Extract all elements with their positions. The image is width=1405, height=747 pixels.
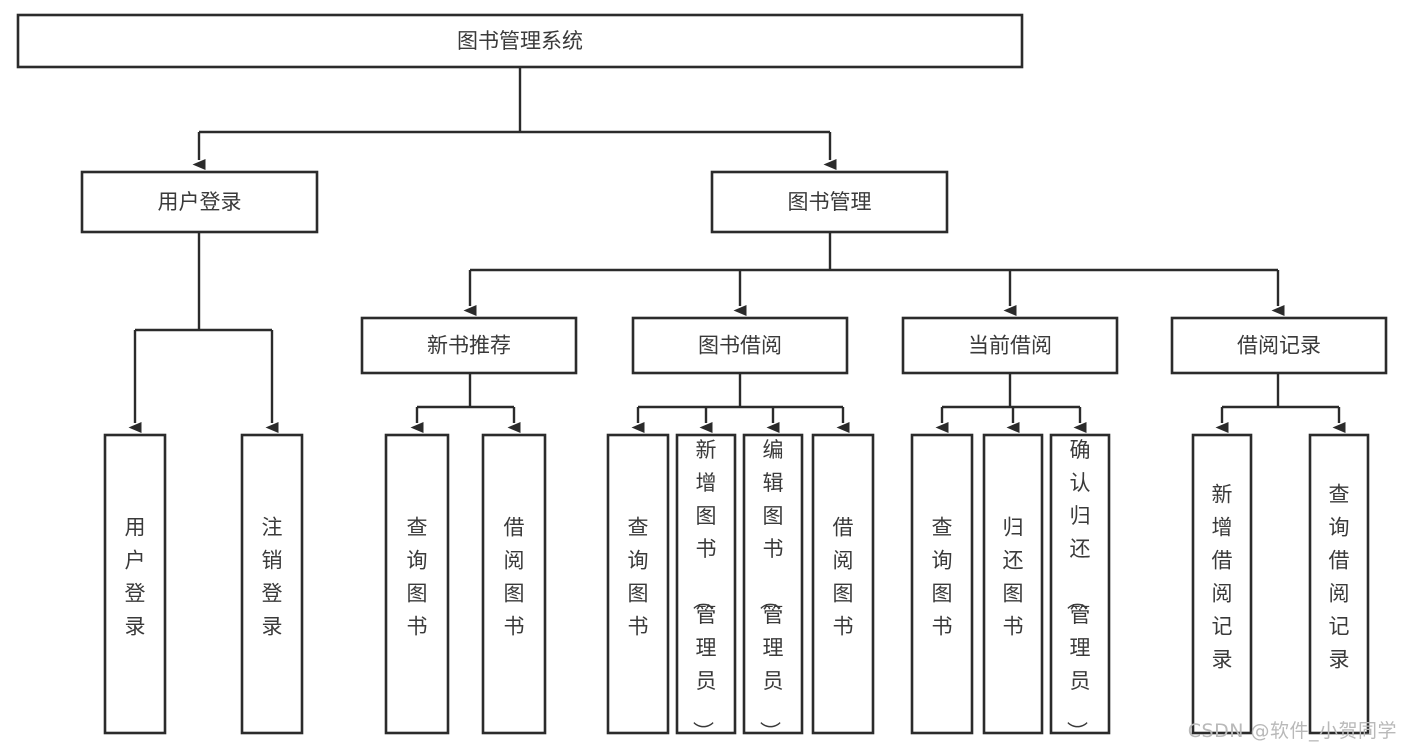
node-leaf-borrow-book-1-label: 借阅图书 xyxy=(504,516,525,639)
node-leaf-logout-label: 注销登录 xyxy=(262,516,283,639)
node-book-borrow[interactable]: 图书借阅 xyxy=(631,316,849,375)
node-leaf-return-book[interactable]: 归还图书 xyxy=(982,433,1044,735)
leaf-node-layer: 用户登录 注销登录 查询图书 借阅图书 查询图书 新增图书（管理员） 编辑图书（管理员） 借阅… xyxy=(103,433,1370,742)
node-leaf-borrow-book-2-rect xyxy=(811,433,875,735)
node-leaf-query-record-rect xyxy=(1308,433,1370,735)
node-root-rect xyxy=(16,13,1024,69)
node-leaf-user-login[interactable]: 用户登录 xyxy=(103,433,167,735)
node-leaf-confirm-return-rect xyxy=(1049,433,1111,735)
node-borrow-record-label: 借阅记录 xyxy=(1237,334,1321,358)
node-leaf-query-book-3-label: 查询图书 xyxy=(932,516,953,639)
node-leaf-query-book-3-rect xyxy=(910,433,974,735)
node-leaf-borrow-book-2-label: 借阅图书 xyxy=(833,516,854,639)
node-book-borrow-label: 图书借阅 xyxy=(698,334,782,358)
node-leaf-return-book-label: 归还图书 xyxy=(1003,516,1024,639)
node-book-manage-rect xyxy=(710,170,949,234)
node-user-login-label: 用户登录 xyxy=(158,190,242,214)
edge-group-book-manage xyxy=(463,232,1285,316)
edge-group-current-borrow xyxy=(935,373,1087,433)
edge-group-borrow-record xyxy=(1215,373,1346,433)
node-book-manage[interactable]: 图书管理 xyxy=(710,170,949,234)
node-leaf-add-record-label: 新增借阅记录 xyxy=(1212,483,1233,672)
node-leaf-query-record-label: 查询借阅记录 xyxy=(1329,483,1350,672)
node-leaf-add-book[interactable]: 新增图书（管理员） xyxy=(675,433,737,742)
node-leaf-query-book-3[interactable]: 查询图书 xyxy=(910,433,974,735)
node-leaf-query-book-1-label: 查询图书 xyxy=(407,516,428,639)
edge-group-book-borrow xyxy=(631,373,850,433)
node-new-book-rec-rect xyxy=(360,316,578,375)
node-leaf-query-book-2[interactable]: 查询图书 xyxy=(606,433,670,735)
node-leaf-logout-rect xyxy=(240,433,304,735)
node-leaf-query-book-1[interactable]: 查询图书 xyxy=(384,433,450,735)
node-user-login[interactable]: 用户登录 xyxy=(80,170,319,234)
node-leaf-confirm-return-label: 确认归还（管理员） xyxy=(1065,438,1091,742)
node-leaf-logout[interactable]: 注销登录 xyxy=(240,433,304,735)
node-leaf-borrow-book-1[interactable]: 借阅图书 xyxy=(481,433,547,735)
node-current-borrow-label: 当前借阅 xyxy=(968,334,1052,358)
node-borrow-record-rect xyxy=(1170,316,1388,375)
node-leaf-query-book-2-label: 查询图书 xyxy=(628,516,649,639)
node-leaf-add-record[interactable]: 新增借阅记录 xyxy=(1191,433,1253,735)
node-leaf-return-book-rect xyxy=(982,433,1044,735)
node-root-label: 图书管理系统 xyxy=(457,29,583,53)
node-book-borrow-rect xyxy=(631,316,849,375)
edge-group-user-login xyxy=(128,232,279,433)
node-leaf-query-book-2-rect xyxy=(606,433,670,735)
node-leaf-query-record[interactable]: 查询借阅记录 xyxy=(1308,433,1370,735)
node-leaf-edit-book-rect xyxy=(742,433,804,735)
edge-group-root xyxy=(192,67,837,170)
node-current-borrow-rect xyxy=(901,316,1119,375)
node-leaf-add-record-rect xyxy=(1191,433,1253,735)
node-borrow-record[interactable]: 借阅记录 xyxy=(1170,316,1388,375)
node-leaf-confirm-return[interactable]: 确认归还（管理员） xyxy=(1049,433,1111,742)
node-leaf-borrow-book-1-rect xyxy=(481,433,547,735)
node-new-book-rec[interactable]: 新书推荐 xyxy=(360,316,578,375)
node-leaf-add-book-label: 新增图书（管理员） xyxy=(691,438,717,742)
node-book-manage-label: 图书管理 xyxy=(788,190,872,214)
edge-group-new-book-rec xyxy=(410,373,521,433)
node-current-borrow[interactable]: 当前借阅 xyxy=(901,316,1119,375)
node-leaf-user-login-label: 用户登录 xyxy=(125,516,146,639)
node-leaf-edit-book[interactable]: 编辑图书（管理员） xyxy=(742,433,804,742)
node-root-system[interactable]: 图书管理系统 xyxy=(16,13,1024,69)
node-leaf-query-book-1-rect xyxy=(384,433,450,735)
node-new-book-rec-label: 新书推荐 xyxy=(427,334,511,358)
node-user-login-rect xyxy=(80,170,319,234)
node-leaf-borrow-book-2[interactable]: 借阅图书 xyxy=(811,433,875,735)
node-leaf-add-book-rect xyxy=(675,433,737,735)
node-leaf-user-login-rect xyxy=(103,433,167,735)
node-leaf-edit-book-label: 编辑图书（管理员） xyxy=(758,438,784,742)
